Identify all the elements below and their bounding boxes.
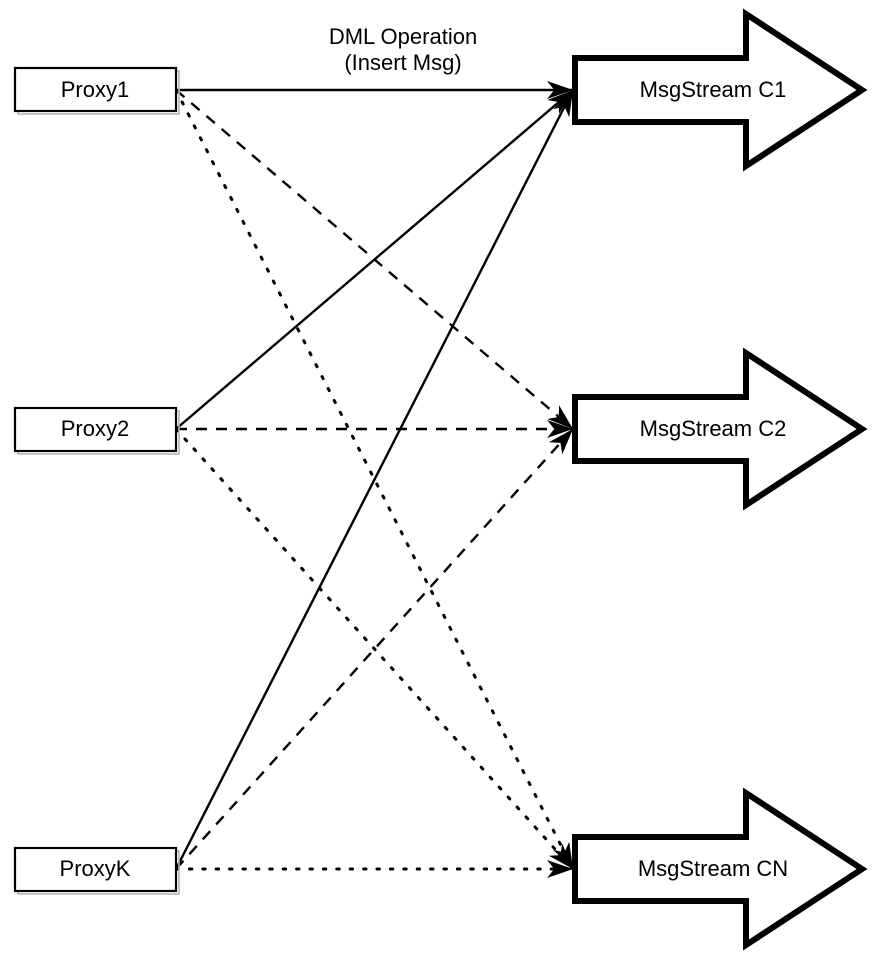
msgstream-block-arrow-shape [572,347,868,511]
msgstream-node-stream_c2[interactable]: MsgStream C2 [572,347,868,511]
proxy-box-outline [13,66,178,113]
arrowhead-proxyK-to-c1 [553,90,573,118]
msgstream-label: MsgStream C1 [640,77,787,102]
arrowhead-proxy1-to-c2 [547,405,573,429]
msgstream-block-arrow-shape [572,787,868,951]
proxy-node-proxy2[interactable]: Proxy2 [13,406,180,455]
proxy-box-outline [13,406,178,453]
proxy-label: Proxy2 [61,416,129,441]
arrowhead-proxy2-to-c1 [547,90,573,114]
arrowhead-proxy2-to-cn [548,843,573,869]
arrowheads-layer [547,81,573,878]
caption-line-1: DML Operation [329,24,477,49]
arrowhead-proxyK-to-c2 [548,429,573,455]
link-line-dotted [174,427,575,871]
msgstream-label: MsgStream CN [638,856,788,881]
arrowhead-proxy2-to-c2 [547,420,573,438]
msgstream-node-stream_cn[interactable]: MsgStream CN [572,787,868,951]
msgstream-node-stream_c1[interactable]: MsgStream C1 [572,8,868,172]
dml-operation-caption: DML Operation (Insert Msg) [329,24,477,75]
connection-proxyK-to-c1 [174,89,575,870]
caption-line-2: (Insert Msg) [344,50,461,75]
proxy-label: ProxyK [60,856,131,881]
msgstream-nodes-layer: MsgStream C1 MsgStream C2 MsgStream CN [572,8,868,951]
arrowhead-proxy1-to-c1 [547,81,573,99]
connection-proxy2-to-c1 [175,89,574,430]
proxy-box-outline [13,846,178,893]
link-line-solid [174,89,575,870]
msgstream-block-arrow-shape [572,8,868,172]
proxy-label: Proxy1 [61,77,129,102]
arrowhead-proxyK-to-cn [547,860,573,878]
link-line-solid [175,89,574,430]
connection-lines-layer [174,88,575,871]
proxy-node-proxy1[interactable]: Proxy1 [13,66,180,115]
connection-proxy2-to-cn [174,427,575,871]
proxy-node-proxyK[interactable]: ProxyK [13,846,180,895]
msgstream-label: MsgStream C2 [640,416,787,441]
